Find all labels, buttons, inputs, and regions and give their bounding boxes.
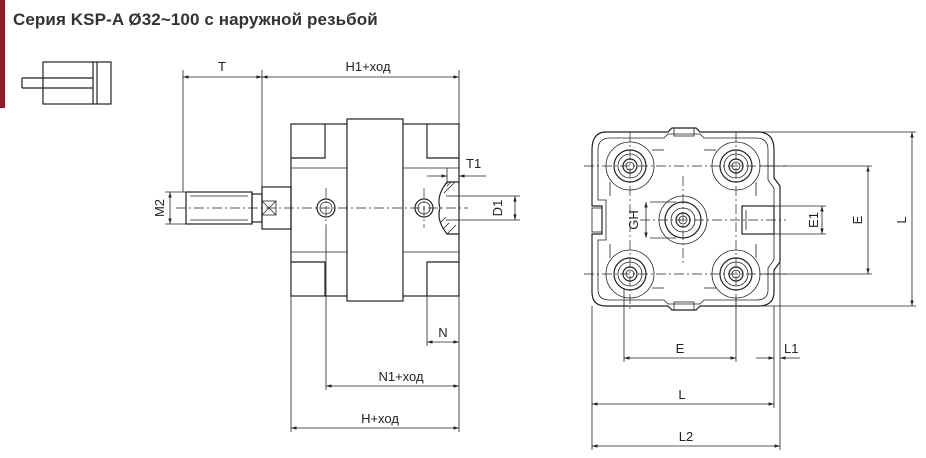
label-L-vertical: L [894, 216, 909, 223]
label-E-vertical: E [850, 215, 865, 224]
label-M2: M2 [152, 199, 167, 217]
label-L-horizontal: L [678, 387, 685, 402]
cylinder-symbol-icon [21, 61, 112, 105]
label-T1: T1 [466, 156, 481, 171]
cylinder-body [290, 118, 460, 302]
accent-bar [0, 0, 5, 108]
label-D1: D1 [490, 200, 505, 217]
page-title: Серия KSP-A Ø32~100 с наружной резьбой [13, 10, 378, 29]
label-N: N [438, 325, 447, 340]
label-L1: L1 [784, 341, 798, 356]
label-H1: H1+ход [345, 59, 391, 74]
label-GH: GH [626, 210, 641, 230]
label-T: T [218, 59, 226, 74]
cover-outline [591, 127, 781, 311]
label-E1: E1 [806, 212, 821, 228]
label-E-horizontal: E [676, 341, 685, 356]
label-H: H+ход [361, 411, 399, 426]
side-view: T H1+ход M2 D1 T1 N N1+ход H+ход [152, 59, 520, 432]
label-N1: N1+ход [378, 369, 424, 384]
front-view: GH E1 E L E L1 L L2 [584, 127, 916, 450]
label-L2: L2 [679, 429, 693, 444]
